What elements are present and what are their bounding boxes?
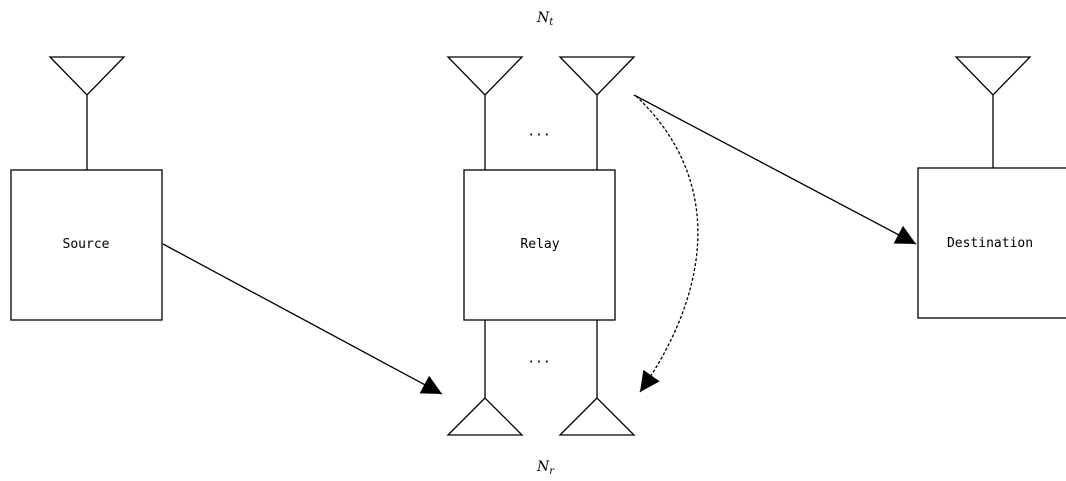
receive-label-main: N: [536, 459, 550, 475]
relay-transmit-antenna-1-icon: [446, 56, 524, 96]
relay-node: ··· Relay ···: [446, 56, 636, 436]
destination-box: [917, 167, 1066, 319]
receive-label-sub: r: [549, 466, 555, 477]
relay-box: [463, 169, 616, 321]
source-label: Source: [63, 237, 110, 252]
relay-transmit-antenna-2-icon: [558, 56, 636, 96]
relay-to-destination-arrow: [633, 94, 917, 245]
transmit-antenna-count-label: Nt: [536, 10, 554, 28]
source-to-relay-arrow: [162, 243, 443, 395]
receive-antenna-count-label: Nr: [536, 459, 555, 477]
transmit-label-sub: t: [549, 17, 554, 28]
source-antenna-icon: [48, 56, 126, 96]
destination-label: Destination: [947, 236, 1033, 251]
relay-self-interference-arrow: [635, 95, 699, 393]
relay-label: Relay: [520, 237, 559, 252]
relay-bottom-ellipsis: ···: [527, 355, 550, 370]
relay-receive-antenna-1-icon: [446, 397, 524, 436]
transmit-label-main: N: [536, 10, 550, 26]
relay-top-ellipsis: ···: [527, 128, 550, 143]
relay-receive-antenna-2-icon: [558, 397, 636, 436]
source-node: Source: [10, 56, 163, 321]
destination-antenna-icon: [954, 56, 1032, 96]
source-box: [10, 169, 163, 321]
destination-node: Destination: [917, 56, 1066, 319]
